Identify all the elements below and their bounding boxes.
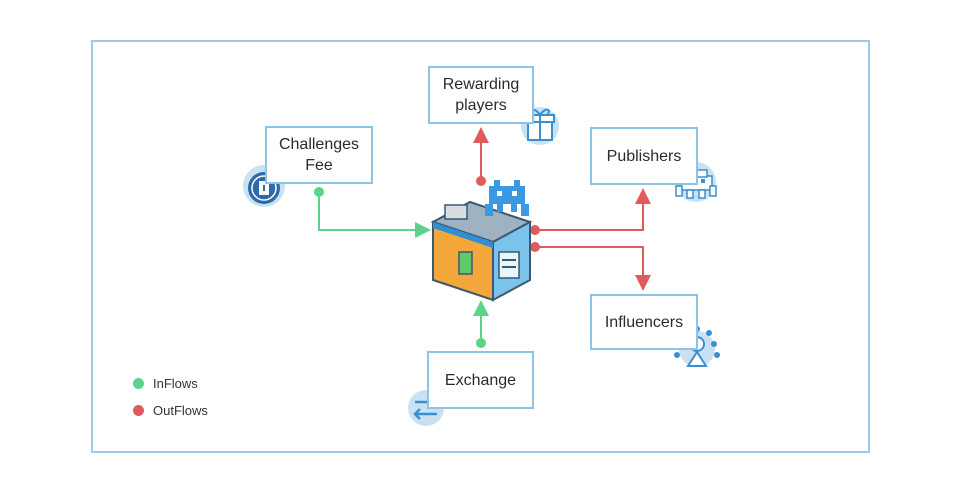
- node-exchange-label: Exchange: [444, 371, 517, 389]
- node-challenges-line2: Fee: [305, 157, 333, 174]
- node-challenges-fee: Challenges Fee: [265, 126, 373, 184]
- legend-inflows-label: InFlows: [153, 376, 198, 391]
- node-publishers: Publishers: [590, 127, 698, 185]
- diagram-frame: [91, 40, 870, 453]
- game-store-building-icon: [430, 180, 533, 302]
- node-rewarding-players: Rewarding players: [428, 66, 534, 124]
- node-rewarding-line2: players: [455, 97, 507, 114]
- node-rewarding-line1: Rewarding: [442, 76, 520, 93]
- inflow-exchange-connector: [473, 300, 489, 348]
- node-challenges-line1: Challenges: [278, 136, 360, 153]
- node-influencers-label: Influencers: [604, 313, 684, 331]
- legend-outflows-label: OutFlows: [153, 403, 208, 418]
- outflow-publishers-connector: [530, 188, 651, 235]
- outflow-rewarding-connector: [473, 127, 489, 186]
- node-exchange: Exchange: [427, 351, 534, 409]
- legend-outflows: OutFlows: [133, 403, 208, 418]
- legend-inflows-dot: [133, 378, 144, 389]
- node-publishers-label: Publishers: [606, 147, 682, 165]
- legend-inflows: InFlows: [133, 376, 198, 391]
- node-influencers: Influencers: [590, 294, 698, 350]
- outflow-influencers-connector: [530, 242, 651, 291]
- inflow-challenges-connector: [314, 187, 431, 238]
- legend-outflows-dot: [133, 405, 144, 416]
